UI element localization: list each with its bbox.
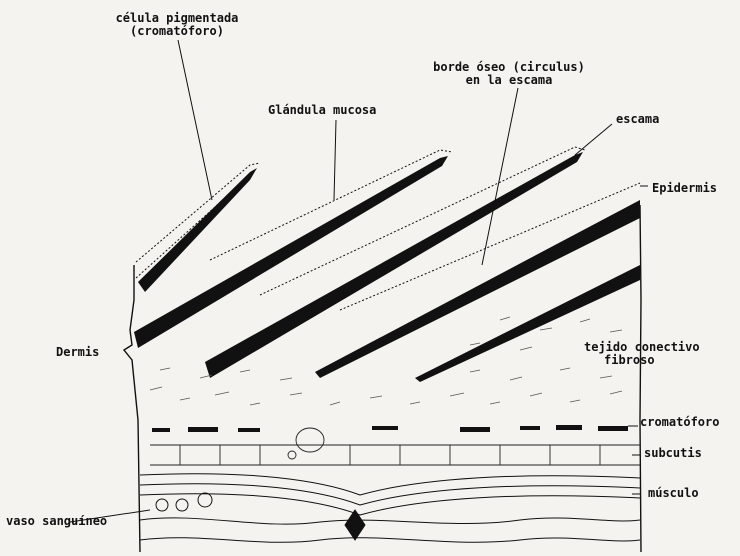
chromatophore-row bbox=[152, 425, 628, 432]
label-mucous-gland: Glándula mucosa bbox=[268, 104, 376, 117]
label-bony-ridge: borde óseo (circulus) en la escama bbox=[424, 61, 594, 87]
label-fibrous-tissue-line2: fibroso bbox=[584, 354, 700, 367]
leader-pigment-cell bbox=[178, 40, 212, 200]
label-subcutis: subcutis bbox=[644, 447, 702, 460]
leader-bony-ridge bbox=[482, 88, 518, 265]
label-muscle: músculo bbox=[648, 487, 699, 500]
scales bbox=[134, 152, 640, 382]
label-chromatophore: cromatóforo bbox=[640, 416, 719, 429]
label-bony-ridge-line2: en la escama bbox=[424, 74, 594, 87]
label-blood-vessel: vaso sanguíneo bbox=[6, 515, 107, 528]
label-dermis: Dermis bbox=[56, 346, 99, 359]
leader-mucous-gland bbox=[334, 120, 336, 200]
label-fibrous-tissue: tejido conectivo fibroso bbox=[584, 341, 700, 367]
label-epidermis: Epidermis bbox=[652, 182, 717, 195]
subcutis-cells bbox=[150, 428, 640, 465]
label-scale: escama bbox=[616, 113, 659, 126]
epidermis-layers bbox=[136, 147, 640, 310]
blood-vessels bbox=[156, 493, 365, 540]
leader-scale bbox=[575, 124, 612, 155]
label-pigment-cell-line2: (cromatóforo) bbox=[92, 25, 262, 38]
label-pigment-cell: célula pigmentada (cromatóforo) bbox=[92, 12, 262, 38]
muscle-layer bbox=[140, 474, 640, 543]
